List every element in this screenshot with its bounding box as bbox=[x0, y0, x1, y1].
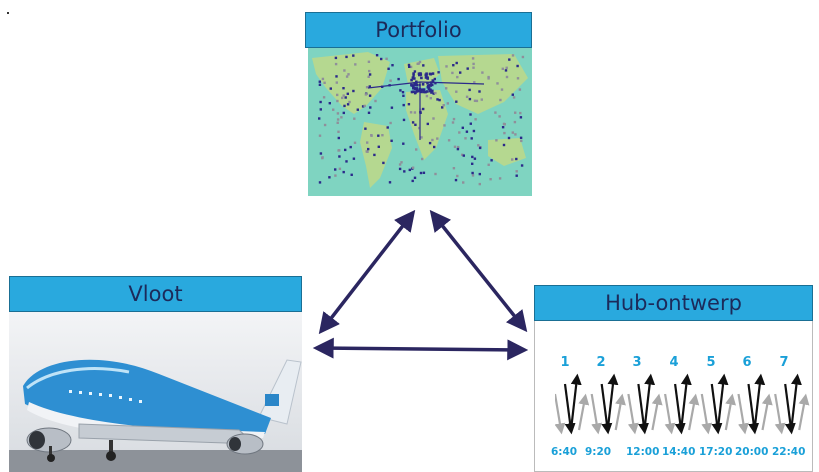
hub-title: Hub-ontwerp bbox=[534, 285, 813, 321]
wave-arrow-group bbox=[737, 373, 773, 435]
wave-arrow-group bbox=[590, 373, 626, 435]
wave-number: 1 bbox=[560, 355, 570, 370]
wave-arrow-group bbox=[627, 373, 663, 435]
wave-arrow-group bbox=[555, 373, 590, 435]
corner-speck bbox=[7, 12, 9, 14]
world-route-map bbox=[308, 48, 532, 196]
wave-time: 9:20 bbox=[585, 446, 612, 458]
tail-fin bbox=[258, 359, 302, 425]
south-america-land bbox=[360, 122, 392, 188]
vloot-title: Vloot bbox=[9, 276, 302, 312]
wave-arrow-group bbox=[774, 373, 810, 435]
portfolio-title: Portfolio bbox=[305, 12, 532, 48]
wave-arrow-group bbox=[664, 373, 700, 435]
wave-time: 14:40 bbox=[662, 446, 696, 458]
wave-number: 7 bbox=[779, 355, 789, 370]
route-dots bbox=[318, 54, 525, 186]
fuselage bbox=[23, 359, 271, 434]
north-america-land bbox=[312, 52, 390, 114]
wave-time: 17:20 bbox=[699, 446, 733, 458]
europe-land bbox=[404, 58, 440, 88]
arrow-vloot-hub bbox=[312, 337, 529, 361]
klm-747-photo bbox=[9, 312, 302, 472]
wave-time: 6:40 bbox=[551, 446, 578, 458]
wave-number-row: 1 2 3 4 5 6 7 bbox=[551, 355, 813, 373]
wave-number: 4 bbox=[669, 355, 679, 370]
arrow-portfolio-vloot bbox=[318, 209, 416, 335]
hub-wave-arrows bbox=[555, 373, 810, 435]
arrow-portfolio-hub bbox=[429, 209, 528, 333]
wave-time: 22:40 bbox=[772, 446, 806, 458]
wave-time: 20:00 bbox=[735, 446, 769, 458]
wave-number: 2 bbox=[596, 355, 606, 370]
wave-number: 3 bbox=[632, 355, 642, 370]
wave-number: 6 bbox=[742, 355, 752, 370]
wave-time-row: 6:40 9:20 12:00 14:40 17:20 20:00 22:40 bbox=[551, 446, 813, 464]
wave-number: 5 bbox=[706, 355, 716, 370]
route-lines bbox=[367, 81, 485, 140]
wave-arrow-group bbox=[700, 373, 736, 435]
wave-time: 12:00 bbox=[626, 446, 660, 458]
